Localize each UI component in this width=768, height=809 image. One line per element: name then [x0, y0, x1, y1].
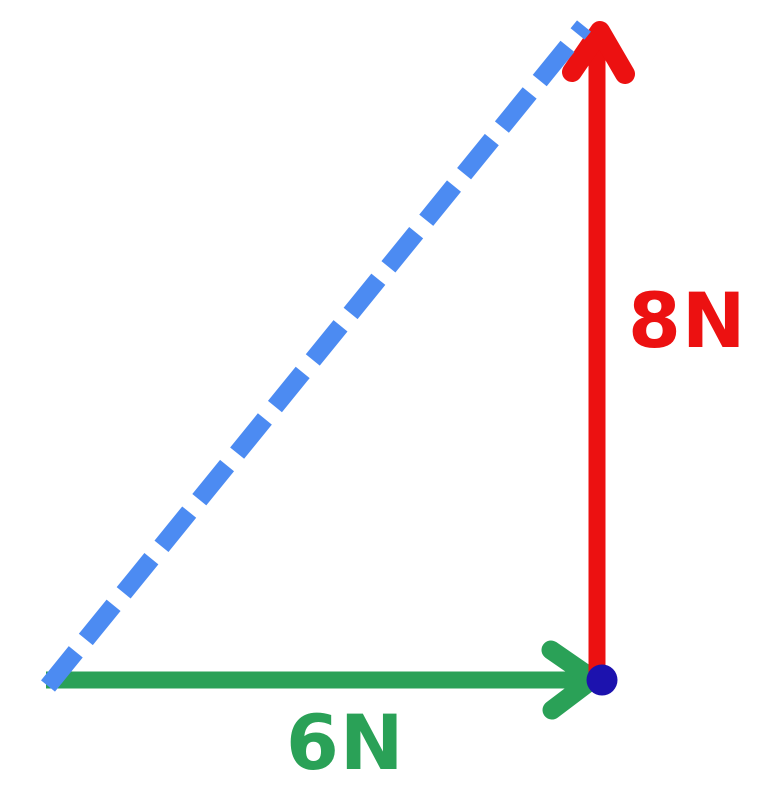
junction-dot	[586, 664, 618, 696]
vertical-vector-arrowhead	[562, 21, 635, 84]
resultant-dashed-line	[41, 20, 591, 692]
horizontal-vector-label: 6N	[286, 698, 405, 787]
vertical-vector-label: 8N	[628, 276, 747, 365]
